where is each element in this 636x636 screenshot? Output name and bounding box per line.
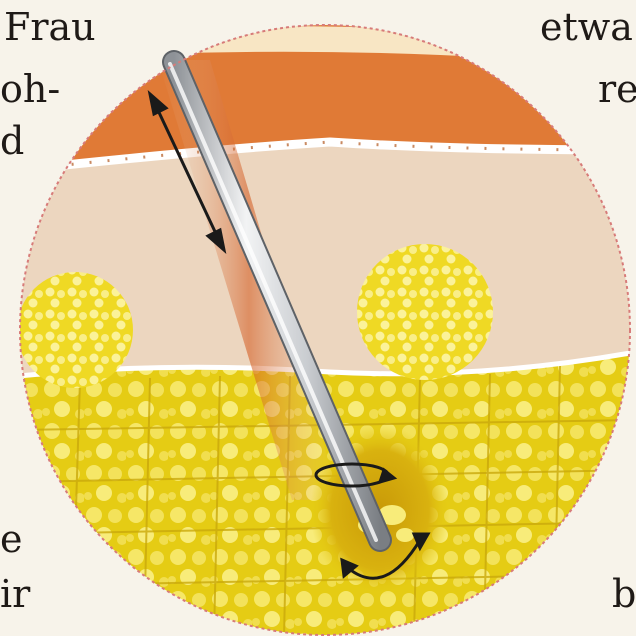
fat-lobule-right [357, 244, 493, 380]
fat-lobule-left [17, 272, 133, 388]
